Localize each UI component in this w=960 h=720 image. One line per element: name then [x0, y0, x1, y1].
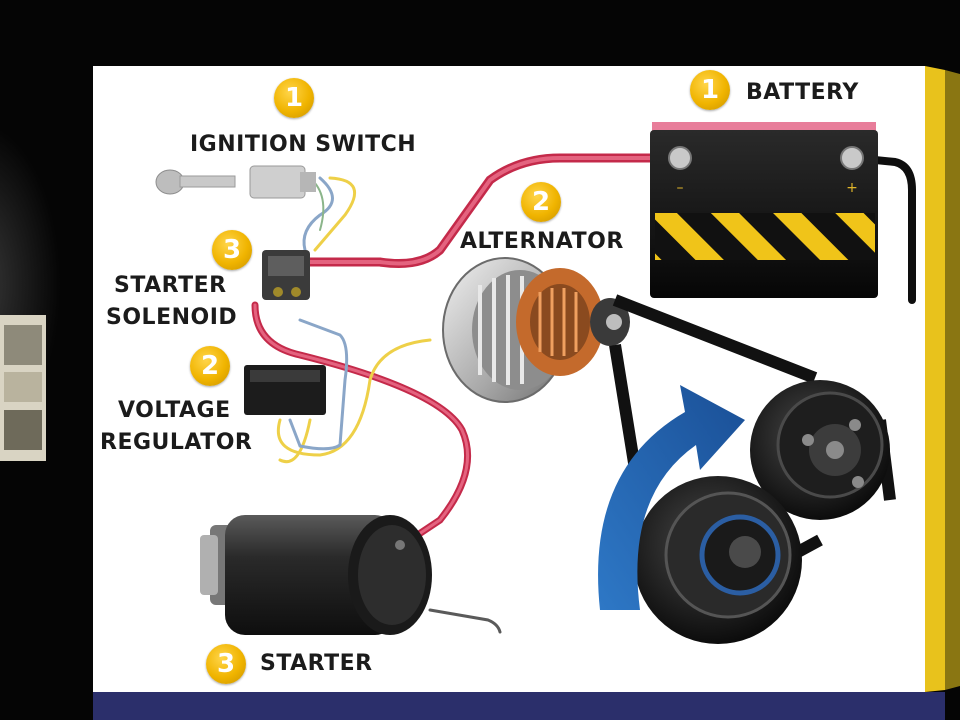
label-starter: STARTER: [260, 649, 373, 679]
badge-ignition-switch: 1: [274, 78, 314, 118]
label-voltage-regulator-line1: VOLTAGE: [118, 396, 231, 426]
voltage-regulator: [244, 365, 326, 415]
label-ignition-switch: IGNITION SWITCH: [190, 130, 416, 160]
label-voltage-regulator-line2: REGULATOR: [100, 428, 252, 458]
badge-starter: 3: [206, 644, 246, 684]
accent-stripe: [925, 66, 945, 692]
label-starter-solenoid-line2: SOLENOID: [106, 303, 237, 333]
badge-alternator: 2: [521, 182, 561, 222]
badge-starter-solenoid: 3: [212, 230, 252, 270]
bottom-band: [93, 692, 945, 720]
battery-positive-mark: +: [846, 180, 858, 196]
battery-negative-mark: –: [677, 180, 684, 196]
battery: – +: [650, 122, 878, 298]
starter-solenoid: [262, 250, 310, 300]
label-starter-solenoid-line1: STARTER: [114, 271, 227, 301]
badge-voltage-regulator: 2: [190, 346, 230, 386]
badge-battery: 1: [690, 70, 730, 110]
label-battery: BATTERY: [746, 78, 859, 108]
side-thumbnail: [0, 315, 46, 461]
starter-motor: [200, 515, 432, 635]
label-alternator: ALTERNATOR: [460, 227, 624, 257]
